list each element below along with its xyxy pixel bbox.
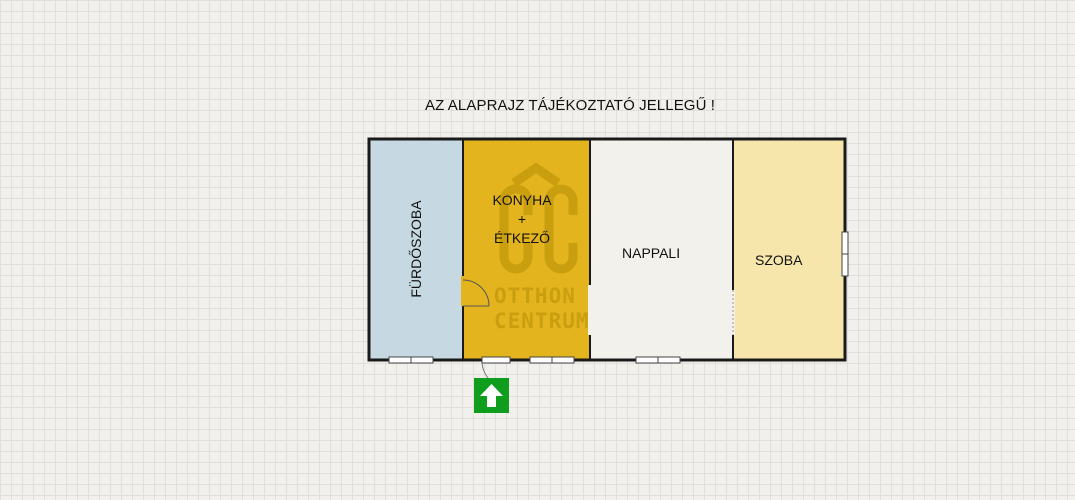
window bbox=[635, 356, 681, 364]
floorplan-disclaimer: AZ ALAPRAJZ TÁJÉKOZTATÓ JELLEGŰ ! bbox=[425, 97, 716, 114]
doorway bbox=[731, 290, 735, 335]
room-label-kitchen: KONYHA + ÉTKEZŐ bbox=[486, 191, 558, 248]
entrance-marker bbox=[474, 378, 509, 413]
window bbox=[529, 356, 575, 364]
otthon-centrum-logo bbox=[499, 162, 578, 274]
up-arrow-icon bbox=[480, 384, 503, 407]
room-label-bedroom: SZOBA bbox=[755, 252, 803, 268]
doorway bbox=[588, 285, 592, 335]
entrance-door bbox=[481, 356, 511, 364]
room-bedroom bbox=[733, 139, 845, 360]
entrance-door-swing bbox=[481, 362, 489, 379]
room-label-kitchen-line1: KONYHA bbox=[492, 192, 552, 208]
room-label-kitchen-line2: + bbox=[517, 211, 527, 227]
watermark-line1: OTTHON bbox=[494, 284, 576, 308]
watermark-text: OTTHON CENTRUM bbox=[494, 284, 590, 334]
room-living bbox=[590, 139, 733, 360]
room-label-kitchen-line3: ÉTKEZŐ bbox=[493, 230, 550, 246]
room-bathroom bbox=[369, 139, 463, 360]
door-swing bbox=[462, 279, 490, 307]
watermark-line2: CENTRUM bbox=[494, 309, 590, 333]
doorway bbox=[461, 276, 465, 306]
room-label-living: NAPPALI bbox=[622, 245, 681, 261]
window bbox=[841, 231, 849, 277]
room-label-bathroom: FÜRDŐSZOBA bbox=[408, 200, 424, 298]
window bbox=[388, 356, 434, 364]
